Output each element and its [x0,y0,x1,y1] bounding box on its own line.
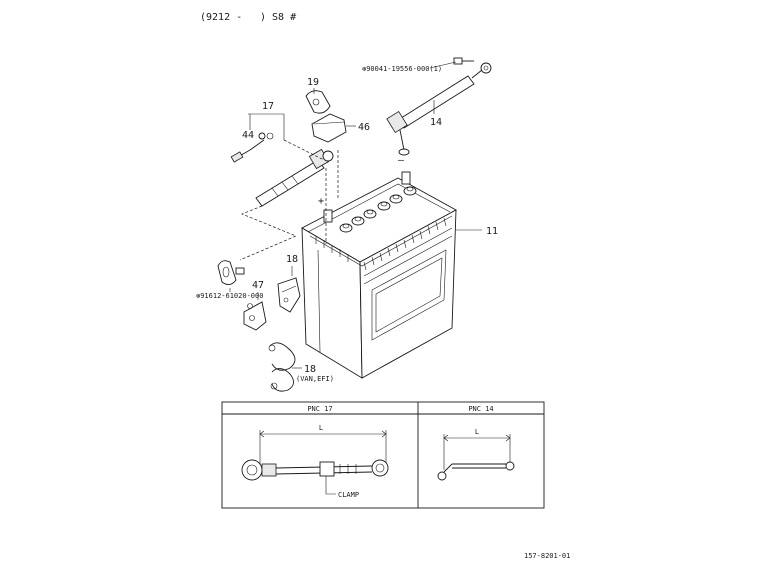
table-col2-title: PNC 14 [468,405,493,413]
terminal-clamp-19 [305,90,331,114]
battery-label-panel [371,249,447,341]
battery-cell-caps [339,186,417,233]
negative-terminal-post [401,171,411,185]
part-18-van-note: (VAN,EFI) [296,375,334,383]
bolt-icon [453,57,474,65]
part-18-label: 18 [286,254,298,265]
positive-terminal-mark: + [318,196,324,207]
part-18-van-label: 18 [304,364,316,375]
part-19-label: 19 [307,77,319,88]
positive-terminal-post [323,209,333,223]
ref-bolt-label: ⊛90041-19556-000(1) [362,65,442,73]
terminal-cover-46 [311,113,347,143]
battery-top-ribs [315,217,447,271]
part-17-label: 17 [262,101,274,112]
battery-side-face [359,209,457,379]
table-length-label-2: L [475,428,479,436]
negative-terminal-mark: – [398,155,405,166]
table-length-label-1: L [319,424,323,432]
part-11-label: 11 [486,226,498,237]
battery: + – [301,155,457,379]
header-code-close: ) S8 # [260,12,296,23]
footer-page-code: 157-8201-01 [524,552,570,560]
ref-clamp-label: ⊛91612-61020-000 [196,292,263,300]
header-code-open: (9212 - [200,12,242,23]
pnc17-cable-sketch: L CLAMP [241,424,389,499]
clip-18 [277,277,301,313]
part-14-label: 14 [430,117,442,128]
pnc-length-table: PNC 17 PNC 14 L CLAMP [221,401,545,509]
pnc14-cable-sketch: L [437,428,515,481]
table-clamp-label: CLAMP [338,491,359,499]
table-col1-title: PNC 17 [307,405,332,413]
part-46-label: 46 [358,122,370,133]
cable-clamp [217,260,245,285]
bracket-47 [243,301,267,331]
negative-cable [386,62,492,156]
part-47-label: 47 [252,280,264,291]
clip-18-van [268,342,296,392]
positive-cable [230,139,334,207]
part-44-label: 44 [242,130,254,141]
nut-44 [258,132,274,140]
